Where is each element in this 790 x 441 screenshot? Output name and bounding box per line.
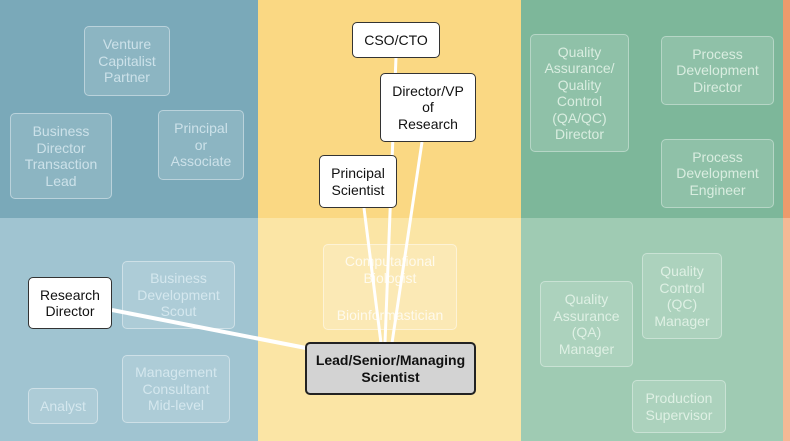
- node-principal-or-associate[interactable]: Principal or Associate: [158, 110, 244, 180]
- node-label: Director/VP of Research: [392, 82, 464, 132]
- node-computational-biologist[interactable]: Computational Biologist Bioinformasticia…: [323, 244, 457, 330]
- node-label: Computational Biologist: [344, 253, 436, 286]
- node-quality-assurance-manager[interactable]: Quality Assurance (QA) Manager: [540, 281, 633, 367]
- zone-edge-lower: [783, 218, 790, 441]
- node-quality-control-manager[interactable]: Quality Control (QC) Manager: [642, 253, 722, 339]
- node-label-secondary: Bioinformastician: [336, 306, 444, 323]
- node-label: Quality Control (QC) Manager: [654, 263, 710, 329]
- zone-business-upper: [0, 0, 258, 218]
- zone-operations-upper: [521, 0, 783, 218]
- node-production-supervisor[interactable]: Production Supervisor: [632, 380, 726, 433]
- node-label: Production Supervisor: [645, 390, 713, 423]
- node-lead-senior-managing-scientist[interactable]: Lead/Senior/Managing Scientist: [305, 342, 476, 395]
- zone-edge-upper: [783, 0, 790, 218]
- node-label: Principal or Associate: [170, 120, 232, 170]
- node-label: Process Development Engineer: [676, 148, 759, 198]
- node-label: Process Development Director: [676, 45, 759, 95]
- node-label: Business Development Scout: [137, 270, 220, 320]
- zone-operations-lower: [521, 218, 783, 441]
- node-label: Venture Capitalist Partner: [98, 36, 156, 86]
- node-principal-scientist[interactable]: Principal Scientist: [319, 155, 397, 208]
- node-label: Quality Assurance (QA) Manager: [553, 291, 620, 357]
- node-label: Principal Scientist: [331, 165, 385, 198]
- node-research-director[interactable]: Research Director: [28, 277, 112, 329]
- node-label: Business Director Transaction Lead: [24, 123, 98, 189]
- node-process-development-engineer[interactable]: Process Development Engineer: [661, 139, 774, 208]
- node-business-development-scout[interactable]: Business Development Scout: [122, 261, 235, 329]
- node-venture-capitalist-partner[interactable]: Venture Capitalist Partner: [84, 26, 170, 96]
- node-business-director-transaction-lead[interactable]: Business Director Transaction Lead: [10, 113, 112, 199]
- node-management-consultant-mid-level[interactable]: Management Consultant Mid-level: [122, 355, 230, 423]
- node-label: Lead/Senior/Managing Scientist: [315, 352, 466, 385]
- node-qa-qc-director[interactable]: Quality Assurance/ Quality Control (QA/Q…: [530, 34, 629, 152]
- node-label: Research Director: [40, 286, 100, 320]
- node-director-vp-of-research[interactable]: Director/VP of Research: [380, 73, 476, 142]
- node-label: CSO/CTO: [364, 31, 428, 48]
- node-process-development-director[interactable]: Process Development Director: [661, 36, 774, 105]
- node-label: Quality Assurance/ Quality Control (QA/Q…: [544, 43, 615, 143]
- node-cso-cto[interactable]: CSO/CTO: [352, 22, 440, 58]
- node-label: Analyst: [40, 397, 86, 414]
- node-analyst[interactable]: Analyst: [28, 388, 98, 424]
- node-label: Management Consultant Mid-level: [135, 364, 217, 414]
